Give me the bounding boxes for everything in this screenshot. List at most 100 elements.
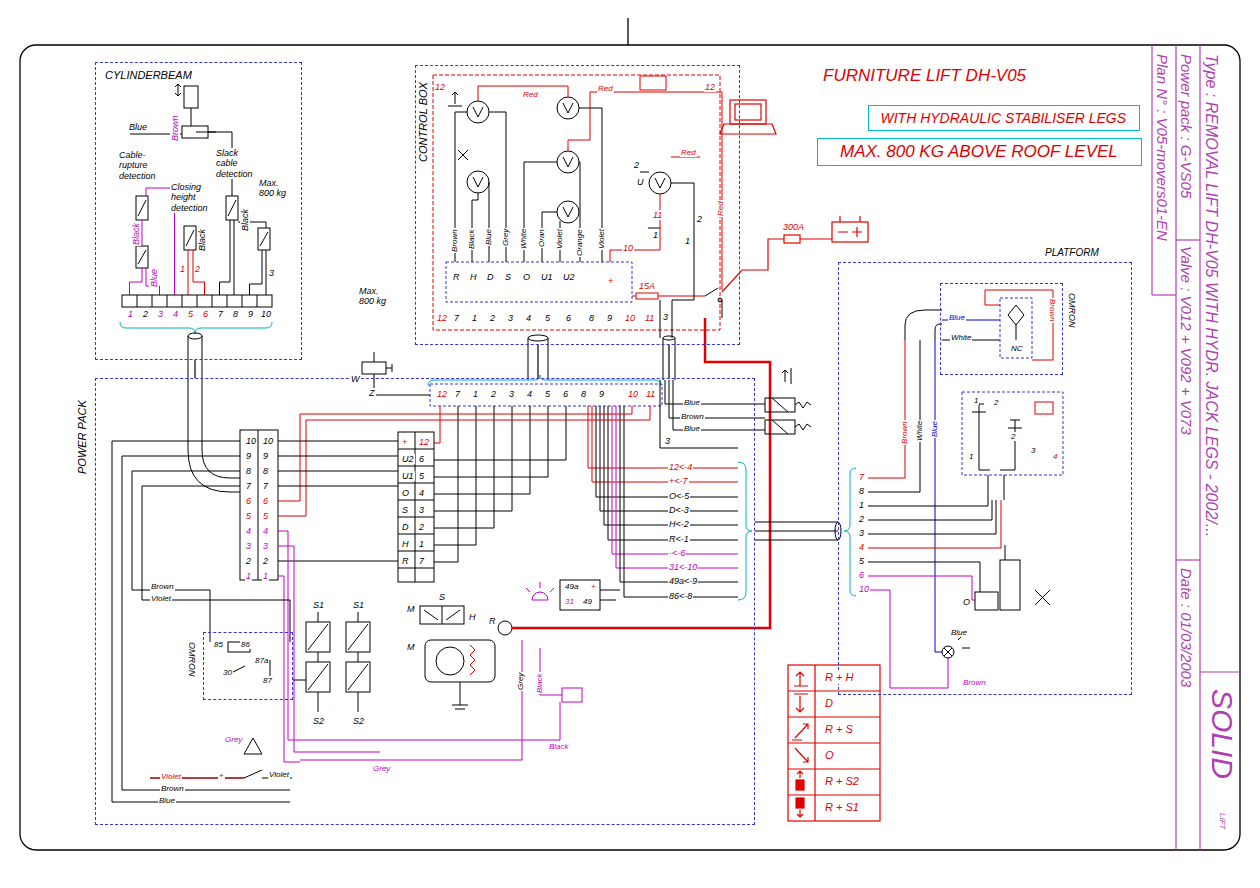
wire-label: 11	[644, 313, 655, 323]
wire-label: 2	[142, 309, 149, 319]
power-pack-wiring	[772, 398, 811, 434]
platform-wiring	[935, 340, 942, 652]
wire-label: +<-7	[668, 476, 689, 486]
control-box-wiring	[528, 335, 548, 341]
wire-label: 2	[194, 264, 201, 274]
wire-label: Max. 800 kg	[258, 178, 290, 199]
power-pack-wiring	[348, 624, 368, 650]
wire-label: -<-6	[668, 548, 686, 558]
wire-label: 6	[562, 389, 569, 399]
wire-label: 1	[127, 309, 134, 319]
wire-label: 4	[245, 526, 252, 536]
power-pack-wiring	[428, 375, 661, 386]
control-box-wiring	[433, 75, 720, 330]
wire-label: 87	[262, 676, 273, 685]
platform-wiring	[905, 310, 942, 340]
wire-label: 3	[262, 541, 269, 551]
power-pack-wiring	[562, 688, 582, 702]
power-pack-wiring	[498, 621, 512, 635]
platform-wiring	[868, 576, 975, 600]
drawing-frame	[20, 45, 1240, 850]
wire-label: Grey	[224, 735, 243, 744]
cable-connector	[194, 360, 195, 378]
control-box-wiring	[705, 288, 722, 318]
wire-label: O<-5	[668, 491, 690, 501]
wire-label: O	[962, 597, 971, 607]
wire-label: 1	[179, 264, 186, 274]
control-box-wiring	[640, 172, 694, 338]
cylinderbeam-wiring	[186, 230, 194, 246]
wire-label: 5	[418, 471, 425, 481]
power-pack-wiring	[660, 380, 765, 448]
control-box-wiring	[636, 293, 658, 299]
outside-symbols	[720, 100, 868, 292]
wire-label: 7	[454, 389, 461, 399]
wire-label: D	[486, 272, 495, 282]
wire-label: 2	[993, 398, 999, 407]
power-pack-wiring	[258, 430, 259, 580]
wire-label: Brown	[680, 412, 705, 421]
title-block-lines	[1175, 45, 1176, 850]
power-pack-wiring	[452, 682, 468, 709]
wire-label: 49a<-9	[668, 576, 698, 586]
wire-label: Blue	[683, 424, 701, 433]
title-block-lines	[1152, 45, 1240, 850]
wire-label: 4	[262, 526, 269, 536]
platform-wiring	[1005, 545, 1050, 605]
platform-wiring	[868, 500, 1001, 548]
legend-text: R + S	[824, 723, 854, 736]
power-pack-wiring	[424, 606, 460, 624]
wire-label: 49	[582, 597, 593, 606]
wire-label: H<-2	[668, 519, 690, 529]
wire-label: Violet	[597, 228, 606, 250]
control-box-wiring	[478, 86, 722, 296]
cable-connector	[537, 345, 538, 378]
wire-label: +	[590, 582, 597, 591]
cylinderbeam-wiring	[136, 196, 148, 220]
wire-label: 4	[526, 389, 533, 399]
wire-label: 9	[598, 389, 605, 399]
wire-label: SOLID	[1205, 688, 1240, 780]
wire-label: Cable-rupture detection	[118, 150, 166, 181]
wire-label: +	[401, 437, 408, 447]
power-pack-wiring	[308, 664, 328, 690]
platform-wiring	[972, 404, 1022, 470]
cylinderbeam-wiring	[175, 84, 181, 96]
wire-label: 2	[1010, 432, 1016, 441]
wire-label: M	[406, 604, 416, 614]
wire-label: O	[522, 272, 531, 282]
wire-label: 12	[704, 82, 716, 92]
wire-label: Z	[368, 388, 376, 398]
wire-label: 10	[245, 436, 257, 446]
drawing-frame	[627, 18, 628, 45]
wire-label: 10	[858, 584, 870, 594]
wire-label: 10	[622, 243, 634, 253]
wire-label: 10	[262, 436, 274, 446]
wire-label: Blue	[948, 313, 966, 322]
wire-label: Blue	[158, 796, 176, 805]
legend-table	[792, 724, 808, 740]
power-pack-wiring	[318, 612, 358, 712]
control-box-wiring	[446, 262, 632, 302]
control-box-wiring	[563, 157, 573, 167]
wire-label: 31<-10	[668, 562, 698, 572]
wire-label: 11	[652, 210, 663, 220]
outside-symbols	[735, 104, 761, 120]
platform-wiring	[844, 290, 1063, 688]
title-text: FURNITURE LIFT DH-V05	[822, 66, 1027, 86]
platform-wiring	[868, 340, 920, 492]
wire-label: 85	[213, 640, 224, 649]
wire-label: 6	[262, 496, 269, 506]
wire-label: 1	[418, 539, 425, 549]
wire-label: 1	[684, 236, 691, 246]
wire-label: 9	[247, 309, 254, 319]
cylinderbeam-wiring	[184, 86, 198, 108]
wire-label: 1	[245, 571, 252, 581]
wire-label: Red	[597, 84, 614, 93]
title-block-lines	[1199, 45, 1200, 850]
wire-label: U2	[562, 272, 576, 282]
control-box-wiring	[640, 76, 666, 90]
wire-label: S1	[352, 600, 365, 610]
wire-label: Oran	[537, 228, 546, 248]
